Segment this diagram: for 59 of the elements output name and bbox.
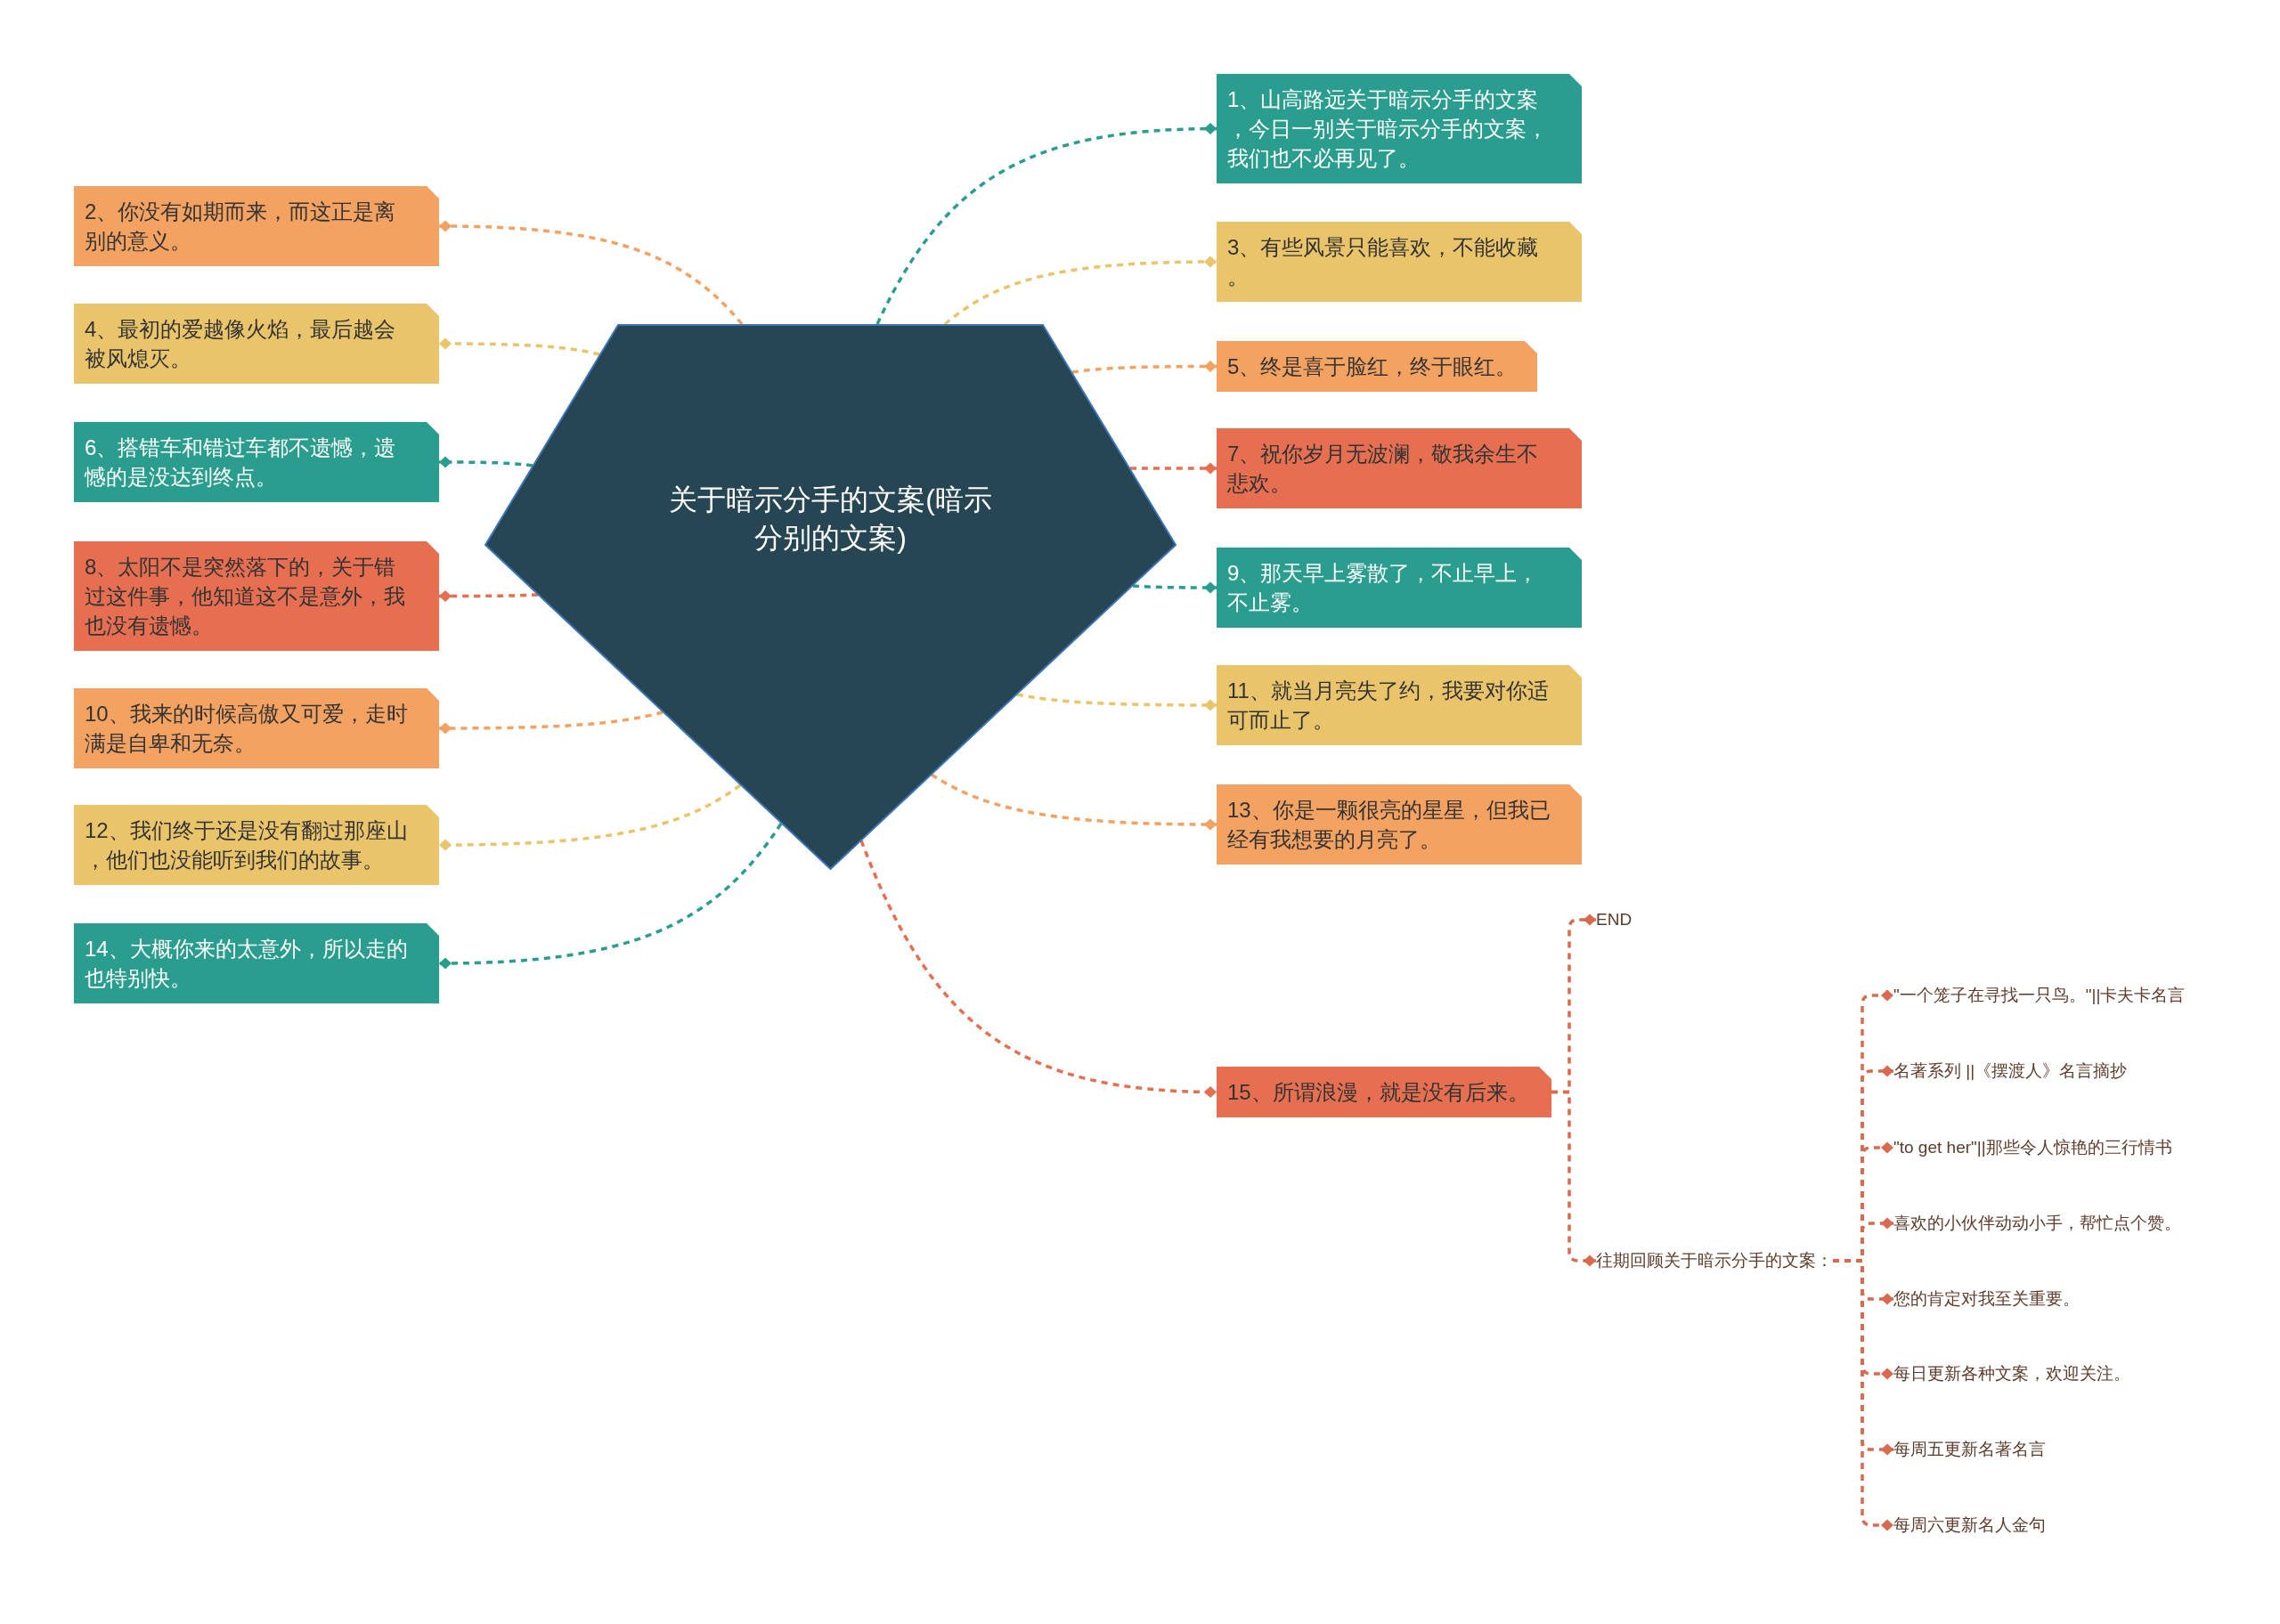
dashed-connector [438,220,744,326]
list-text: "一个笼子在寻找一只鸟。"||卡夫卡名言 [1893,985,2186,1006]
topic-text: 5、终是喜于脸红，终于眼红。 [1227,353,1519,380]
topic-text: 8、太阳不是突然落下的，关于错过这件事，他知道这不是意外，我也没有遗憾。 [85,554,406,639]
list-text: 往期回顾关于暗示分手的文案： [1596,1250,1833,1271]
topic-text: 10、我来的时候高傲又可爱，走时满是自卑和无奈。 [85,701,409,757]
list-text: 每周六更新名人金句 [1893,1514,2046,1536]
topic-card [1217,665,1582,745]
list-text: 每日更新各种文案，欢迎关注。 [1893,1363,2130,1384]
dashed-connector [1551,1090,1596,1267]
dashed-connector [439,784,741,851]
topic-card [74,805,439,885]
topic-card [74,186,439,266]
dashed-connector [943,256,1217,326]
topic-card [74,304,439,384]
dashed-connector [439,590,539,602]
topic-text: 2、你没有如期而来，而这正是离别的意义。 [85,199,397,255]
topic-text: 13、你是一颗很亮的星星，但我已经有我想要的月亮了。 [1227,797,1551,853]
topic-text: 6、搭错车和错过车都不遗憾，遗憾的是没达到终点。 [85,434,397,491]
dashed-connector [439,456,533,468]
topic-card [1217,784,1582,865]
list-text: "to get her"||那些令人惊艳的三行情书 [1893,1137,2172,1158]
dashed-connector [1833,1259,1893,1531]
topic-card [74,688,439,768]
topic-text: 4、最初的爱越像火焰，最后越会被风熄灭。 [85,316,397,372]
topic-title: 关于暗示分手的文案(暗示分别的文案) [668,483,993,556]
list-text: 喜欢的小伙伴动动小手，帮忙点个赞。 [1893,1213,2181,1234]
pentagon-node [484,324,1177,870]
topic-text: 12、我们终于还是没有翻过那座山，他们也没能听到我们的故事。 [85,817,409,873]
topic-card [1217,1067,1551,1117]
topic-card [74,923,439,1003]
dashed-connector [1071,361,1217,374]
list-text: 名著系列 ||《摆渡人》名言摘抄 [1893,1060,2128,1082]
dashed-connector [439,710,664,735]
topic-card [1217,428,1582,508]
topic-card [74,541,439,651]
dashed-connector [438,823,783,970]
list-text: END [1596,909,1633,930]
topic-text: 15、所谓浪漫，就是没有后来。 [1227,1079,1530,1106]
topic-text: 14、大概你来的太意外，所以走的也特别快。 [85,936,409,992]
topic-text: 7、祝你岁月无波澜，敬我余生不悲欢。 [1227,441,1540,497]
topic-text: 11、就当月亮失了约，我要对你适可而止了。 [1227,678,1550,734]
topic-card [74,422,439,502]
topic-text: 3、有些风景只能喜欢，不能收藏。 [1227,234,1540,290]
dashed-connector [875,123,1217,325]
dashed-connector [1132,581,1217,594]
list-text: 每周五更新名著名言 [1893,1439,2046,1460]
topic-text: 1、山高路远关于暗示分手的文案，今日一别关于暗示分手的文案，我们也不必再见了。 [1227,86,1549,172]
dashed-connector [1016,693,1217,711]
topic-card [1217,548,1582,628]
dashed-connector [859,840,1217,1098]
list-text: 您的肯定对我至关重要。 [1893,1288,2080,1310]
topic-card [1217,74,1582,183]
dashed-connector [1130,462,1217,475]
topic-card [1217,341,1537,392]
topic-card [1217,222,1582,302]
topic-text: 9、那天早上雾散了，不止早上，不止雾。 [1227,560,1540,616]
dashed-connector [931,773,1217,831]
dashed-connector [439,337,600,356]
